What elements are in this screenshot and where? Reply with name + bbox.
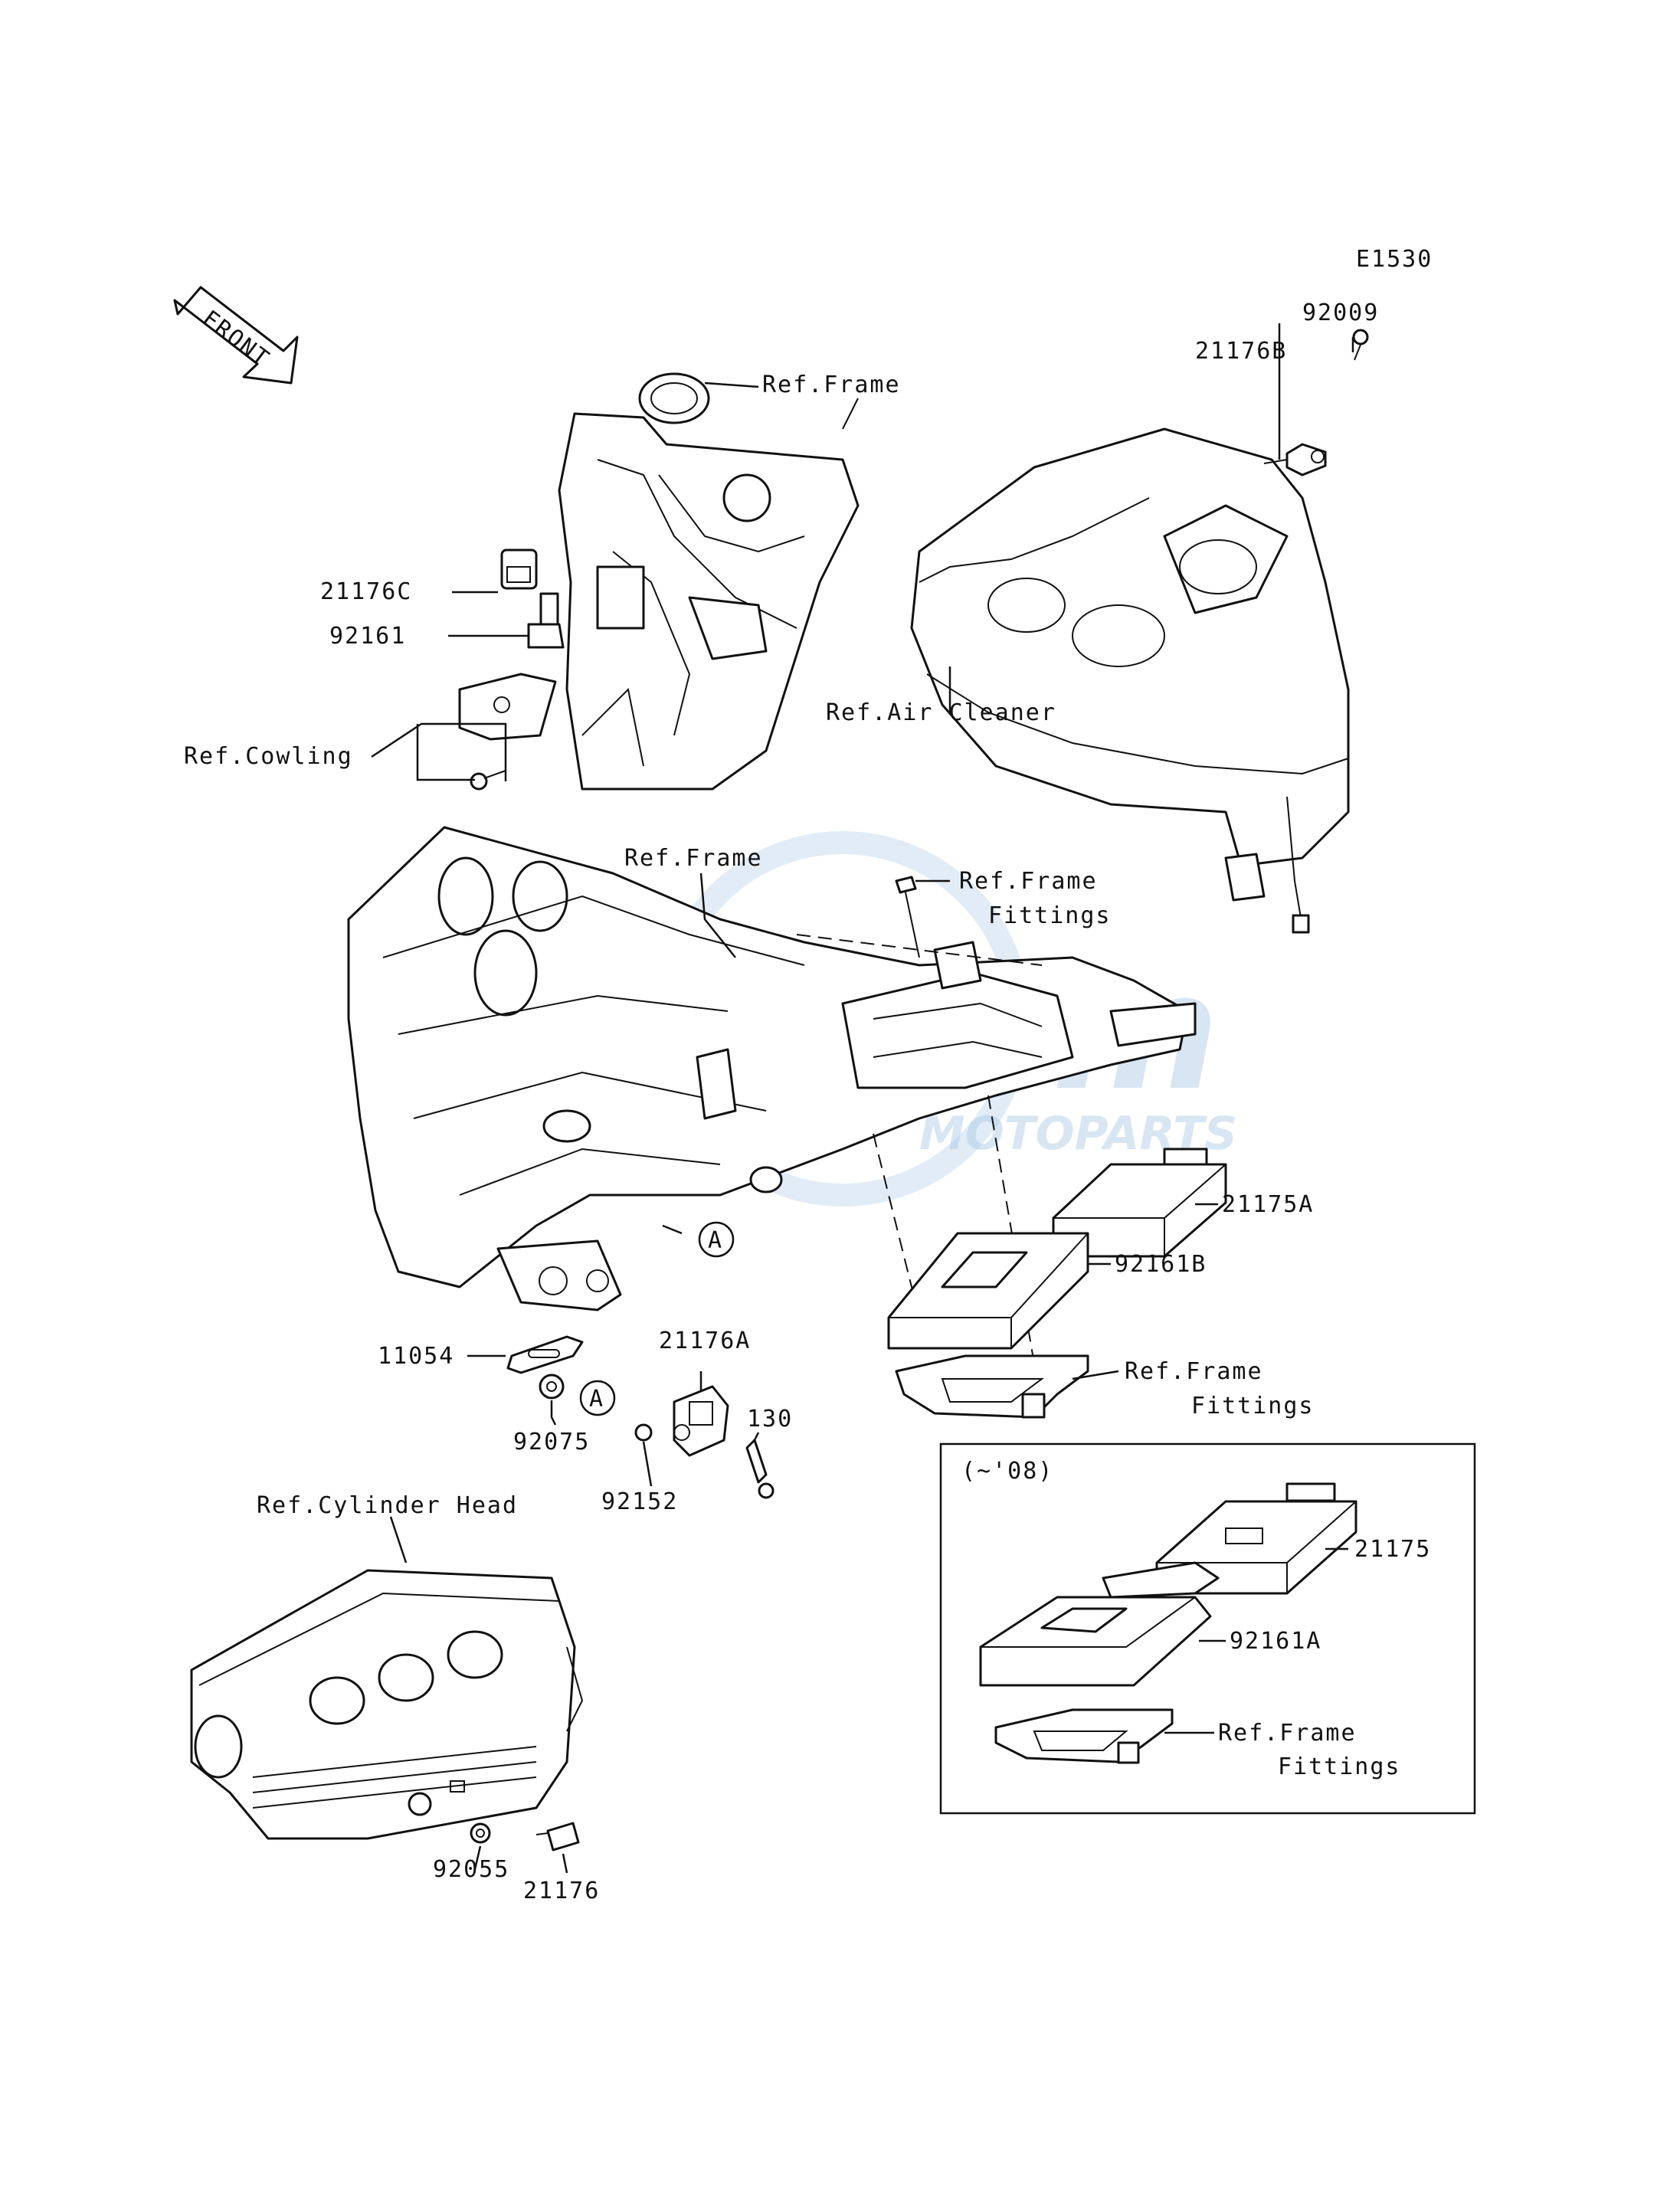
labels: Ref.Frame 92009 21176B 21176C 92161 Ref.… [184, 300, 1431, 1904]
label-92152: 92152 [601, 1488, 678, 1515]
label-ref-frame-fittings-mid-2: Fittings [1191, 1393, 1315, 1419]
label-92075: 92075 [513, 1429, 590, 1455]
inset-frame [939, 1442, 1476, 1815]
sensor-21176c [458, 548, 565, 791]
label-ref-frame-fittings-top-2: Fittings [988, 902, 1112, 929]
holder-92161b [887, 1232, 1089, 1350]
small-parts-group [506, 1335, 775, 1499]
leader-lines [371, 323, 1354, 1874]
label-ref-frame-fittings-inset-2: Fittings [1278, 1753, 1401, 1780]
label-92161a: 92161A [1230, 1628, 1321, 1655]
frame-main-illustration [347, 826, 1197, 1364]
label-ref-frame-mid: Ref.Frame [624, 845, 763, 872]
label-92055: 92055 [433, 1856, 509, 1883]
label-ref-cowling: Ref.Cowling [184, 743, 353, 770]
frame-fitting-bracket [895, 1354, 1089, 1419]
frame-upper-illustration [558, 372, 860, 791]
inset-box [939, 1442, 1476, 1815]
label-92009: 92009 [1302, 300, 1379, 326]
label-21176a: 21176A [659, 1328, 751, 1354]
label-21176: 21176 [523, 1878, 600, 1904]
label-21176c: 21176C [320, 578, 412, 605]
label-92161: 92161 [329, 623, 406, 650]
diagram-code: E1530 [1356, 246, 1433, 273]
label-ref-air-cleaner: Ref.Air Cleaner [826, 699, 1056, 726]
label-ref-frame-top: Ref.Frame [762, 372, 901, 398]
marker-a-parts-label: A [589, 1386, 604, 1413]
cylinder-head-illustration [190, 1569, 584, 1852]
label-inset-variant: (~'08) [961, 1458, 1053, 1485]
marker-a-parts: A [579, 1380, 616, 1416]
front-arrow-icon: FRONT [173, 286, 299, 385]
label-130: 130 [747, 1406, 793, 1432]
label-21176b: 21176B [1195, 338, 1287, 365]
label-21175a: 21175A [1222, 1191, 1314, 1218]
label-ref-frame-fittings-mid-1: Ref.Frame [1125, 1358, 1263, 1385]
label-ref-frame-fittings-top-1: Ref.Frame [959, 868, 1098, 895]
label-92161b: 92161B [1115, 1251, 1207, 1278]
label-21175: 21175 [1354, 1536, 1431, 1563]
label-ref-frame-fittings-inset-1: Ref.Frame [1218, 1720, 1357, 1747]
label-11054: 11054 [378, 1343, 454, 1370]
marker-a-frame-label: A [708, 1227, 723, 1254]
label-ref-cylinder-head: Ref.Cylinder Head [257, 1492, 518, 1519]
air-cleaner-illustration [910, 329, 1369, 934]
marker-a-frame: A [698, 1221, 735, 1258]
